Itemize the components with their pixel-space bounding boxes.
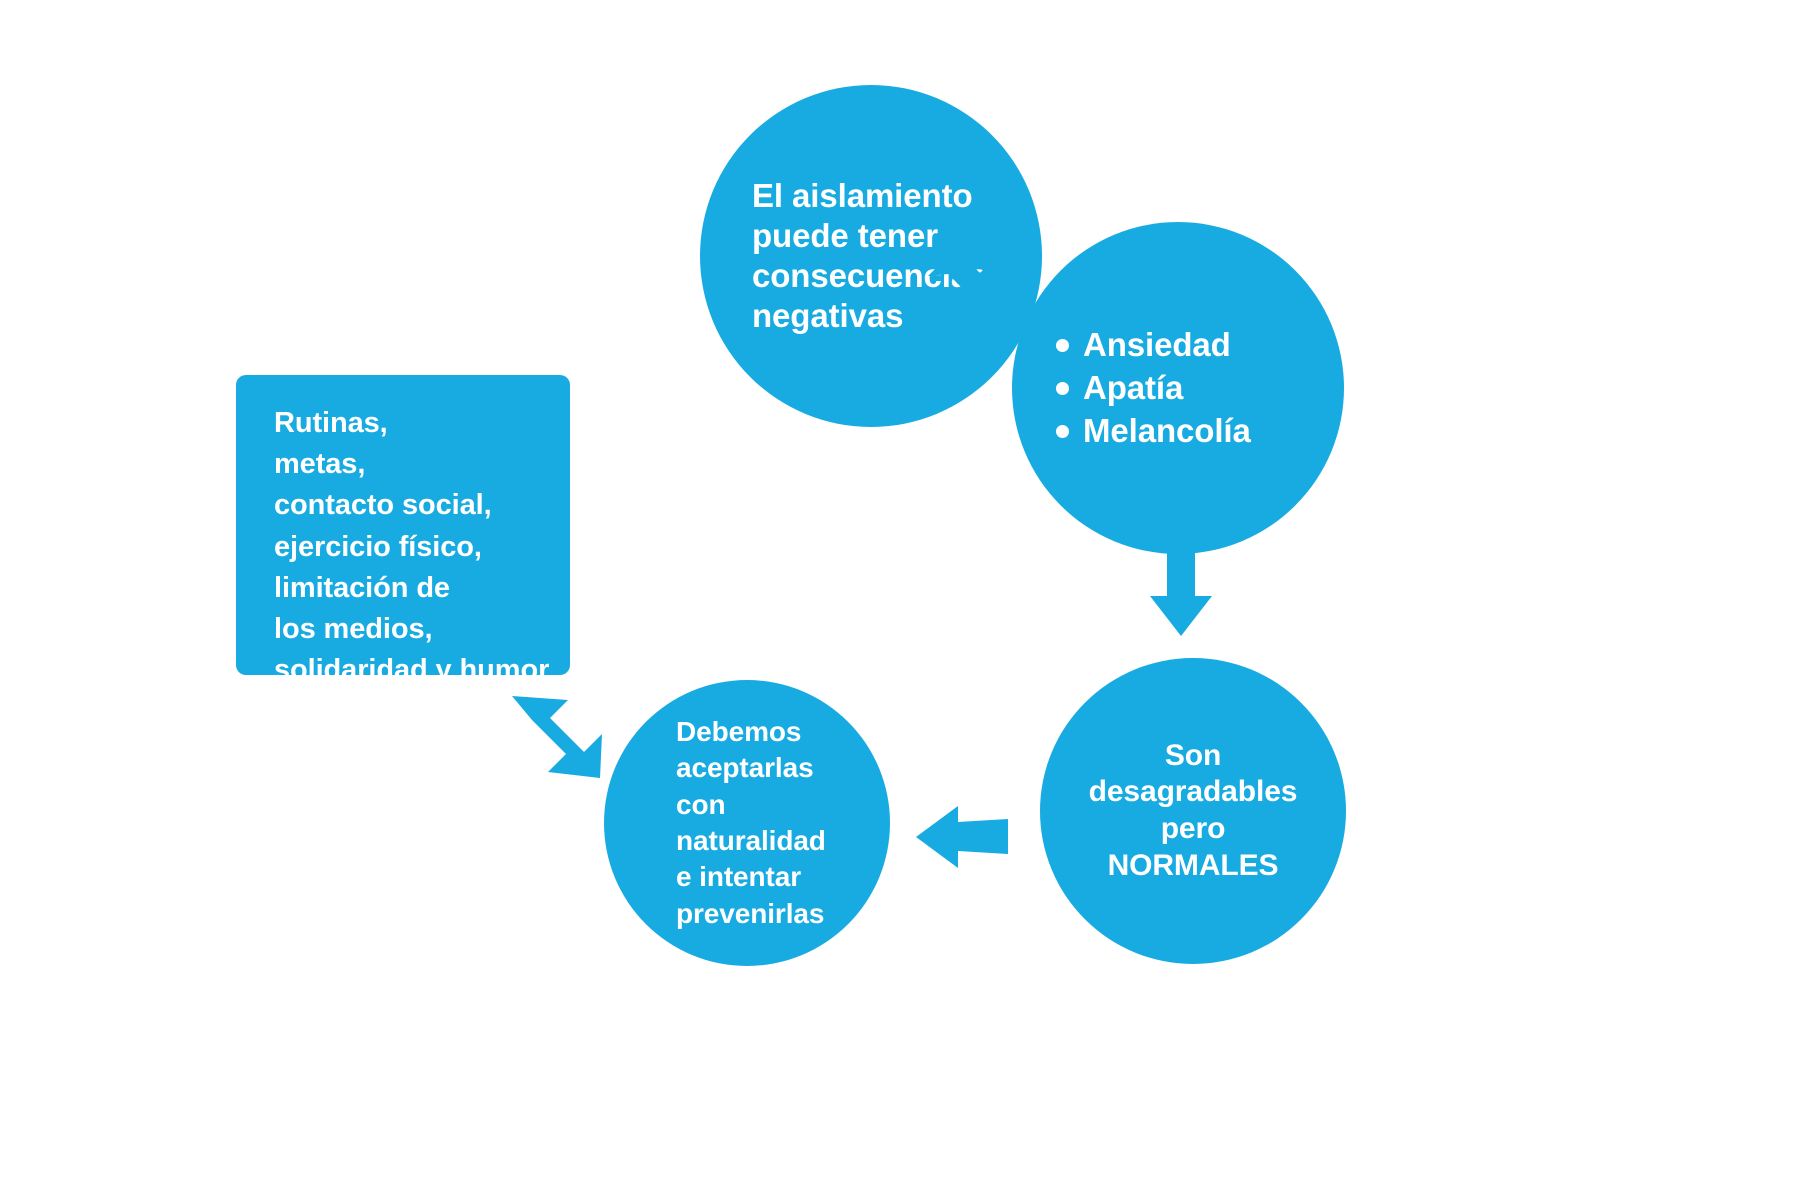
isolation-line-2: puede tener xyxy=(752,216,938,254)
normales-line-2: desagradables xyxy=(1088,775,1298,809)
strategies-line-7: solidaridad y humor xyxy=(274,654,550,687)
node-strategies-text: Rutinas, metas, contacto social, ejercic… xyxy=(274,403,614,691)
list-item: Melancolía xyxy=(1056,411,1338,451)
node-symptoms-list[interactable]: Ansiedad Apatía Melancolía xyxy=(1012,222,1344,554)
accept-line-6: prevenirlas xyxy=(676,897,825,929)
strategies-line-3: contacto social, xyxy=(274,489,492,522)
bullet-dot-icon xyxy=(1056,381,1069,395)
node-symptoms-text: Ansiedad Apatía Melancolía xyxy=(1012,322,1344,455)
normales-line-3: pero xyxy=(1160,812,1226,845)
symptoms-bullet-list: Ansiedad Apatía Melancolía xyxy=(1056,325,1338,452)
isolation-line-1: El aislamiento xyxy=(752,176,973,214)
list-item: Ansiedad xyxy=(1056,325,1338,365)
arrow-isolation-to-symptoms-icon xyxy=(928,248,1020,332)
bullet-dot-icon xyxy=(1056,338,1069,352)
node-accept-text: Debemos aceptarlas con naturalidad e int… xyxy=(604,714,890,932)
arrow-normales-to-accept-icon xyxy=(916,806,1008,868)
symptom-label-3: Melancolía xyxy=(1083,412,1251,450)
bullet-dot-icon xyxy=(1056,425,1069,439)
accept-line-3: con xyxy=(676,788,726,820)
accept-line-2: aceptarlas xyxy=(676,752,814,784)
strategies-line-4: ejercicio físico, xyxy=(274,530,482,563)
node-normales-text: Son desagradables pero NORMALES xyxy=(1040,738,1346,884)
normales-line-4: NORMALES xyxy=(1107,848,1279,882)
strategies-line-1: Rutinas, xyxy=(274,407,388,439)
strategies-line-2: metas, xyxy=(274,448,366,481)
symptom-label-2: Apatía xyxy=(1083,368,1184,406)
accept-line-5: e intentar xyxy=(676,861,802,893)
isolation-line-4: negativas xyxy=(752,297,904,335)
node-normales[interactable]: Son desagradables pero NORMALES xyxy=(1040,658,1346,964)
list-item: Apatía xyxy=(1056,368,1338,408)
strategies-line-5: limitación de xyxy=(274,571,450,604)
symptom-label-1: Ansiedad xyxy=(1083,325,1231,363)
accept-line-1: Debemos xyxy=(676,715,802,747)
strategies-line-6: los medios, xyxy=(274,612,433,645)
accept-line-4: naturalidad xyxy=(676,825,826,856)
arrow-accept-to-strategies-icon xyxy=(512,694,604,778)
arrow-symptoms-to-normales-icon xyxy=(1150,552,1212,636)
normales-line-1: Son xyxy=(1164,738,1222,772)
node-strategies[interactable]: Rutinas, metas, contacto social, ejercic… xyxy=(236,375,570,686)
node-accept[interactable]: Debemos aceptarlas con naturalidad e int… xyxy=(604,680,890,966)
